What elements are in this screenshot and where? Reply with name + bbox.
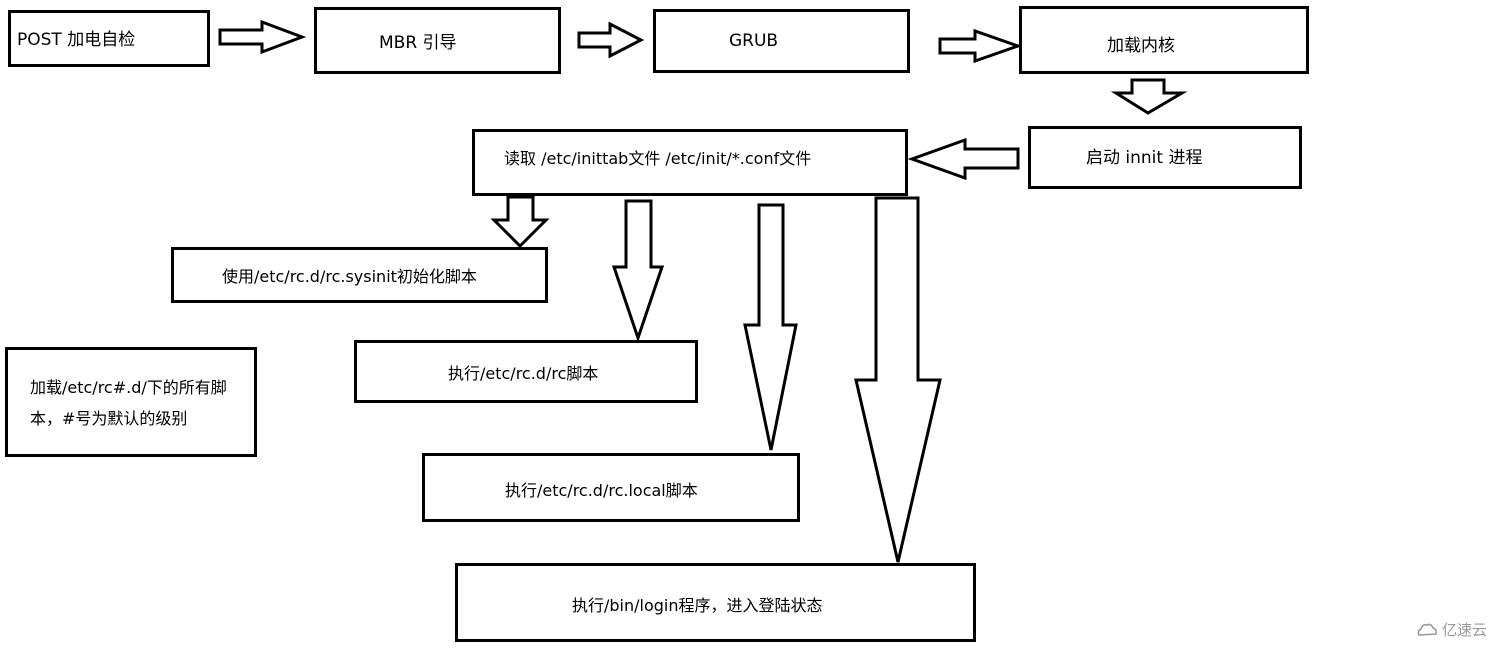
watermark: 亿速云 xyxy=(1416,619,1487,640)
arrow-kernel-to-init xyxy=(1110,78,1188,115)
mbr-box: MBR 引导 xyxy=(314,7,561,74)
cloud-logo-icon xyxy=(1417,623,1437,636)
grub-label: GRUB xyxy=(729,31,779,51)
kernel-box: 加载内核 xyxy=(1019,6,1309,74)
watermark-text: 亿速云 xyxy=(1441,621,1487,639)
rc-box: 执行/etc/rc.d/rc脚本 xyxy=(354,340,698,403)
arrow-init-to-read xyxy=(907,137,1020,181)
arrow-mbr-to-grub xyxy=(577,21,645,59)
sysinit-box: 使用/etc/rc.d/rc.sysinit初始化脚本 xyxy=(171,247,548,303)
mbr-label: MBR 引导 xyxy=(379,33,457,53)
arrow-post-to-mbr xyxy=(218,19,307,55)
runlevel-label-line2: 本，#号为默认的级别 xyxy=(30,409,188,428)
rc-local-box: 执行/etc/rc.d/rc.local脚本 xyxy=(422,453,800,522)
rc-local-label: 执行/etc/rc.d/rc.local脚本 xyxy=(505,481,698,500)
post-label: POST 加电自检 xyxy=(17,30,136,50)
read-conf-box: 读取 /etc/inittab文件 /etc/init/*.conf文件 xyxy=(472,129,908,196)
arrow-grub-to-kernel xyxy=(938,28,1023,64)
login-box: 执行/bin/login程序，进入登陆状态 xyxy=(455,563,976,642)
sysinit-label: 使用/etc/rc.d/rc.sysinit初始化脚本 xyxy=(222,267,477,286)
arrow-to-rc-local xyxy=(743,203,798,451)
login-label: 执行/bin/login程序，进入登陆状态 xyxy=(572,596,823,615)
kernel-label: 加载内核 xyxy=(1107,36,1175,56)
post-box: POST 加电自检 xyxy=(8,10,210,67)
arrow-to-rc xyxy=(611,199,665,343)
init-box: 启动 innit 进程 xyxy=(1028,126,1302,189)
init-label: 启动 innit 进程 xyxy=(1086,148,1203,168)
grub-box: GRUB xyxy=(653,9,910,73)
arrow-to-login xyxy=(854,196,942,563)
read-conf-label: 读取 /etc/inittab文件 /etc/init/*.conf文件 xyxy=(504,149,812,168)
runlevel-label-line1: 加载/etc/rc#.d/下的所有脚 xyxy=(30,378,227,397)
arrow-to-sysinit xyxy=(490,195,550,249)
runlevel-box: 加载/etc/rc#.d/下的所有脚 本，#号为默认的级别 xyxy=(5,347,257,457)
rc-label: 执行/etc/rc.d/rc脚本 xyxy=(448,364,599,383)
